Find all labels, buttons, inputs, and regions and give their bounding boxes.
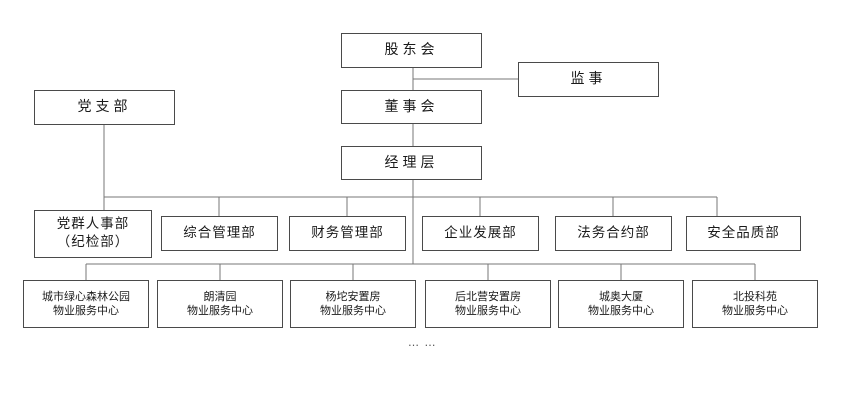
department-box: 安全品质部 <box>686 216 801 251</box>
supervisor-box: 监事 <box>518 62 659 97</box>
department-label: 综合管理部 <box>183 224 256 241</box>
service-center-name: 城奥大厦 <box>599 289 643 303</box>
department-label: 法务合约部 <box>577 224 650 241</box>
department-box: 财务管理部 <box>289 216 406 251</box>
board-box: 董事会 <box>341 90 482 124</box>
party-branch-label: 党支部 <box>77 99 132 116</box>
service-center-box: 后北营安置房 物业服务中心 <box>425 280 551 328</box>
department-label: 财务管理部 <box>311 224 384 241</box>
department-box: 法务合约部 <box>555 216 672 251</box>
board-label: 董事会 <box>384 98 439 115</box>
service-center-name: 北投科苑 <box>733 289 777 303</box>
department-box: 党群人事部 （纪检部） <box>34 210 152 258</box>
service-center-name: 杨坨安置房 <box>325 289 381 303</box>
department-label: 安全品质部 <box>707 224 780 241</box>
shareholders-label: 股东会 <box>384 42 439 59</box>
management-box: 经理层 <box>341 146 482 180</box>
department-box: 企业发展部 <box>422 216 539 251</box>
service-center-box: 城市绿心森林公园 物业服务中心 <box>23 280 149 328</box>
service-center-type: 物业服务中心 <box>187 304 253 317</box>
department-label: 企业发展部 <box>444 224 517 241</box>
service-center-type: 物业服务中心 <box>53 304 119 317</box>
shareholders-box: 股东会 <box>341 33 482 68</box>
party-branch-box: 党支部 <box>34 90 175 125</box>
service-center-box: 城奥大厦 物业服务中心 <box>558 280 684 328</box>
service-center-box: 朗清园 物业服务中心 <box>157 280 283 328</box>
service-center-box: 北投科苑 物业服务中心 <box>692 280 818 328</box>
supervisor-label: 监事 <box>570 71 607 88</box>
department-label: 党群人事部 <box>56 216 130 233</box>
department-sublabel: （纪检部） <box>56 234 130 250</box>
service-center-type: 物业服务中心 <box>722 304 788 317</box>
service-center-type: 物业服务中心 <box>320 304 386 317</box>
more-ellipsis: … … <box>408 336 437 349</box>
service-center-type: 物业服务中心 <box>455 304 521 317</box>
service-center-box: 杨坨安置房 物业服务中心 <box>290 280 416 328</box>
management-label: 经理层 <box>384 154 439 171</box>
department-box: 综合管理部 <box>161 216 278 251</box>
service-center-name: 朗清园 <box>203 289 237 303</box>
service-center-name: 城市绿心森林公园 <box>42 289 130 303</box>
service-center-type: 物业服务中心 <box>588 304 654 317</box>
service-center-name: 后北营安置房 <box>455 289 521 303</box>
